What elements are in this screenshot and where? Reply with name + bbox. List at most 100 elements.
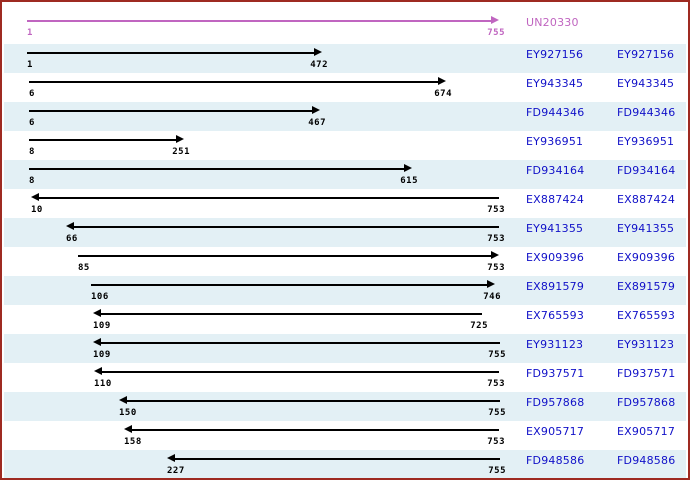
hit-accession-link[interactable]: EX905717 [526, 425, 585, 438]
hit-accession-link-secondary[interactable]: EX905717 [617, 425, 676, 438]
query-track-line [27, 20, 492, 22]
query-end-coordinate: 755 [487, 28, 505, 38]
hit-end-coordinate: 753 [487, 263, 505, 273]
hit-end-coordinate: 615 [400, 176, 418, 186]
hit-accession-link[interactable]: EY941355 [526, 222, 584, 235]
hit-track-line [29, 110, 312, 112]
hit-accession-link[interactable]: EX891579 [526, 280, 585, 293]
hit-track-line [39, 197, 499, 199]
hit-track-line [29, 139, 176, 141]
hit-accession-link[interactable]: FD948586 [526, 454, 585, 467]
hit-end-coordinate: 472 [310, 60, 328, 70]
row-stripe [4, 218, 686, 247]
arrow-left-icon [31, 193, 39, 201]
arrow-left-icon [93, 309, 101, 317]
hit-start-coordinate: 110 [94, 379, 112, 389]
hit-accession-link-secondary[interactable]: FD937571 [617, 367, 676, 380]
hit-start-coordinate: 150 [119, 408, 137, 418]
hit-accession-link[interactable]: EX765593 [526, 309, 585, 322]
hit-accession-link[interactable]: EX909396 [526, 251, 585, 264]
hit-track-line [101, 342, 500, 344]
hit-start-coordinate: 8 [29, 147, 35, 157]
hit-end-coordinate: 755 [488, 408, 506, 418]
hit-track-line [132, 429, 499, 431]
arrow-left-icon [93, 338, 101, 346]
hit-track-line [127, 400, 500, 402]
hit-start-coordinate: 109 [93, 321, 111, 331]
hit-accession-link-secondary[interactable]: EY941355 [617, 222, 675, 235]
hit-end-coordinate: 251 [172, 147, 190, 157]
hit-track-line [29, 81, 438, 83]
row-stripe [4, 392, 686, 421]
row-stripe [4, 160, 686, 189]
hit-end-coordinate: 753 [487, 437, 505, 447]
hit-accession-link-secondary[interactable]: FD948586 [617, 454, 676, 467]
row-stripe [4, 334, 686, 363]
hit-accession-link-secondary[interactable]: EX909396 [617, 251, 676, 264]
hit-accession-link-secondary[interactable]: EY931123 [617, 338, 675, 351]
hit-accession-link-secondary[interactable]: EY927156 [617, 48, 675, 61]
arrow-right-icon [312, 106, 320, 114]
hit-track-line [102, 371, 499, 373]
hit-accession-link-secondary[interactable]: EX765593 [617, 309, 676, 322]
hit-accession-link-secondary[interactable]: FD934164 [617, 164, 676, 177]
query-accession-label: UN20330 [526, 16, 579, 29]
hit-start-coordinate: 6 [29, 118, 35, 128]
hit-start-coordinate: 158 [124, 437, 142, 447]
arrow-right-icon [404, 164, 412, 172]
hit-accession-link-secondary[interactable]: EX887424 [617, 193, 676, 206]
hit-start-coordinate: 227 [167, 466, 185, 476]
hit-accession-link[interactable]: EY943345 [526, 77, 584, 90]
arrow-left-icon [167, 454, 175, 462]
hit-end-coordinate: 755 [488, 350, 506, 360]
arrow-left-icon [119, 396, 127, 404]
row-stripe [4, 44, 686, 73]
hit-track-line [78, 255, 491, 257]
hit-accession-link-secondary[interactable]: EY943345 [617, 77, 675, 90]
hit-end-coordinate: 674 [434, 89, 452, 99]
row-stripe [4, 450, 686, 478]
hit-start-coordinate: 109 [93, 350, 111, 360]
hit-start-coordinate: 106 [91, 292, 109, 302]
query-arrow-head-icon [491, 16, 499, 24]
hit-accession-link-secondary[interactable]: EX891579 [617, 280, 676, 293]
arrow-right-icon [314, 48, 322, 56]
hit-track-line [101, 313, 482, 315]
hit-accession-link[interactable]: FD957868 [526, 396, 585, 409]
hit-start-coordinate: 66 [66, 234, 78, 244]
hit-start-coordinate: 6 [29, 89, 35, 99]
hit-start-coordinate: 8 [29, 176, 35, 186]
hit-end-coordinate: 746 [483, 292, 501, 302]
hit-accession-link[interactable]: FD937571 [526, 367, 585, 380]
hit-accession-link-secondary[interactable]: FD957868 [617, 396, 676, 409]
hit-accession-link[interactable]: EY931123 [526, 338, 584, 351]
row-stripe [4, 276, 686, 305]
hit-accession-link[interactable]: EY927156 [526, 48, 584, 61]
hit-end-coordinate: 725 [470, 321, 488, 331]
arrow-right-icon [176, 135, 184, 143]
arrow-left-icon [124, 425, 132, 433]
hit-end-coordinate: 753 [487, 234, 505, 244]
arrow-right-icon [438, 77, 446, 85]
hit-accession-link[interactable]: FD944346 [526, 106, 585, 119]
hit-start-coordinate: 85 [78, 263, 90, 273]
hit-end-coordinate: 755 [488, 466, 506, 476]
hit-end-coordinate: 753 [487, 205, 505, 215]
row-stripe [4, 102, 686, 131]
hit-end-coordinate: 753 [487, 379, 505, 389]
hit-track-line [29, 168, 404, 170]
arrow-left-icon [94, 367, 102, 375]
hit-accession-link[interactable]: EY936951 [526, 135, 584, 148]
hit-accession-link-secondary[interactable]: FD944346 [617, 106, 676, 119]
hit-track-line [74, 226, 499, 228]
hit-start-coordinate: 10 [31, 205, 43, 215]
hit-track-line [91, 284, 487, 286]
query-start-coordinate: 1 [27, 28, 33, 38]
arrow-right-icon [491, 251, 499, 259]
hit-accession-link[interactable]: FD934164 [526, 164, 585, 177]
hit-track-line [27, 52, 314, 54]
hit-track-line [175, 458, 500, 460]
hit-accession-link[interactable]: EX887424 [526, 193, 585, 206]
hit-accession-link-secondary[interactable]: EY936951 [617, 135, 675, 148]
